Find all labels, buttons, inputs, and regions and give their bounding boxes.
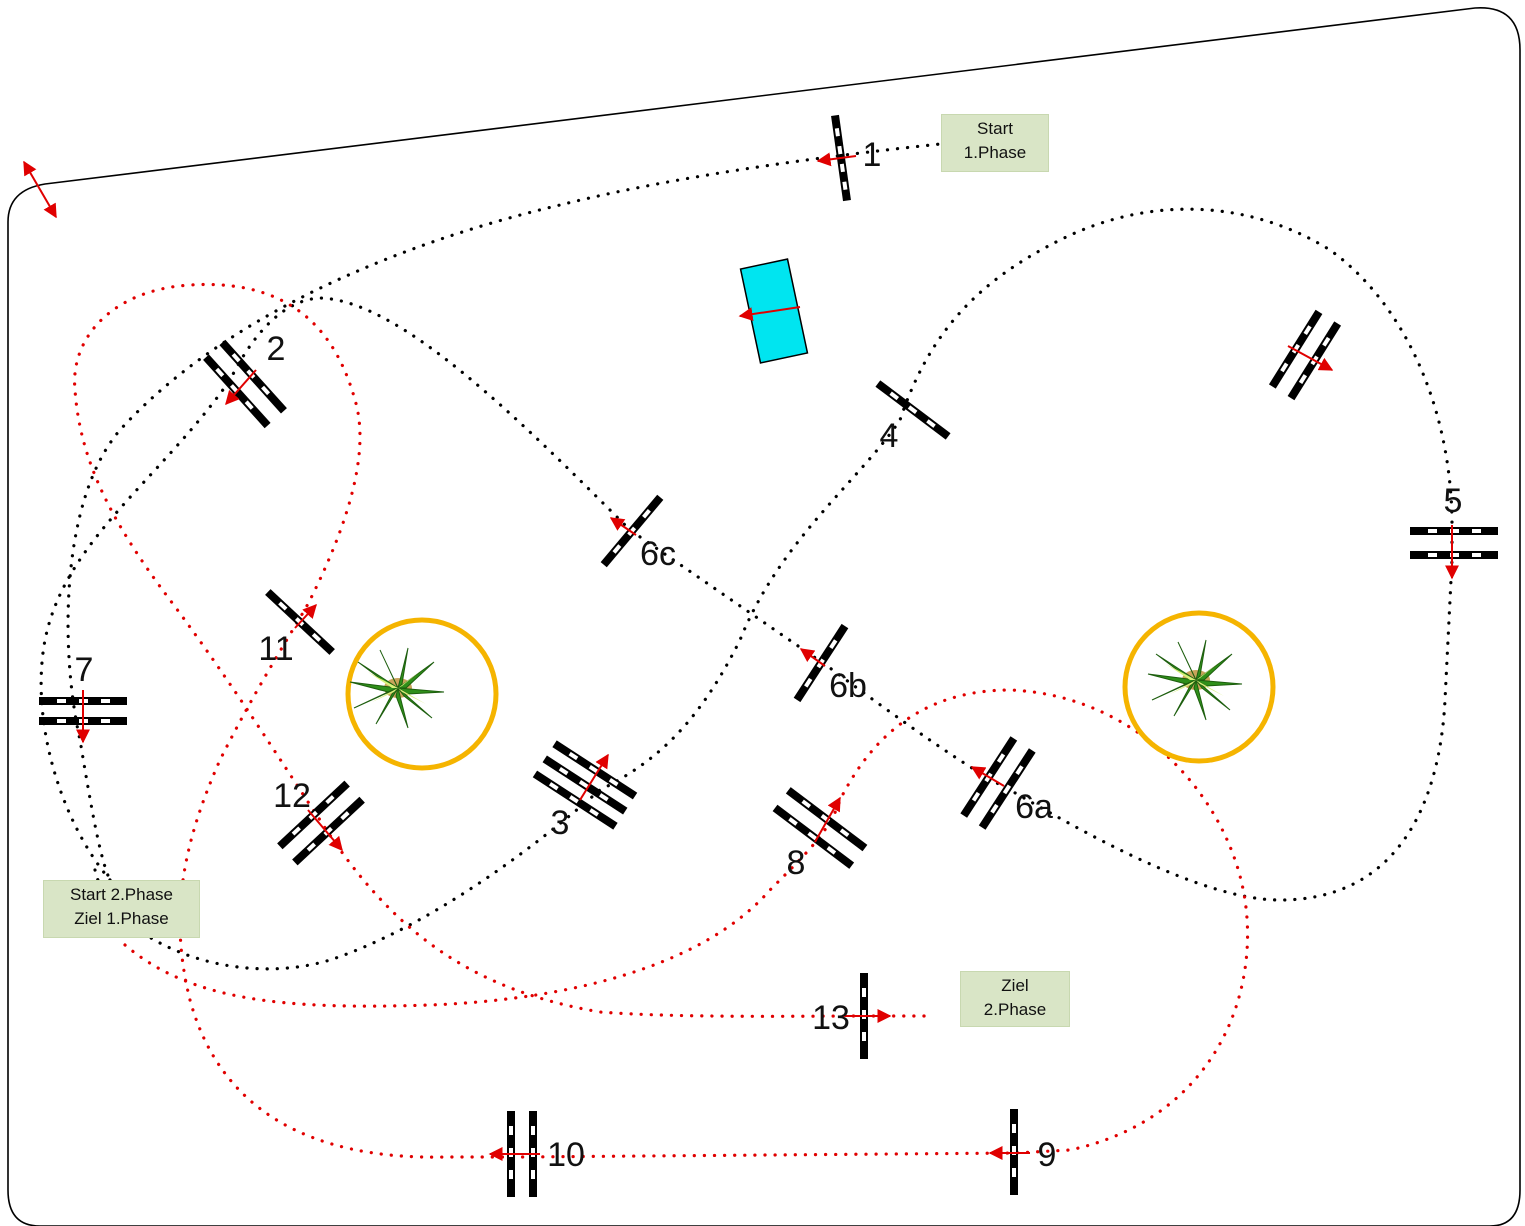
phase1-route	[39, 138, 1454, 971]
obstacle-extra-arrow	[1287, 345, 1334, 371]
obstacle-6a-arrow	[970, 766, 1005, 787]
phase2-route	[73, 282, 1250, 1159]
obstacle-11-arrow	[294, 603, 317, 629]
label-1: 1	[863, 136, 882, 174]
obstacle-1	[816, 114, 857, 202]
label-6b: 6b	[829, 667, 867, 705]
finish-phase2-label: Ziel 2.Phase	[960, 971, 1070, 1027]
entrance-arrow	[23, 160, 57, 219]
label-6a: 6a	[1015, 788, 1053, 826]
obstacle-6b-arrow	[799, 648, 826, 667]
label-9: 9	[1038, 1136, 1057, 1174]
obstacle-12-arrow	[307, 809, 343, 852]
label-7: 7	[75, 651, 94, 689]
finish-phase2-line1: Ziel	[1001, 976, 1029, 995]
obstacle-8-arrow	[814, 796, 841, 843]
label-11: 11	[258, 630, 293, 668]
obstacle-3-arrow	[579, 753, 609, 801]
start-phase2-label: Start 2.Phase Ziel 1.Phase	[43, 880, 200, 938]
obstacle-4	[875, 380, 951, 440]
label-4: 4	[880, 417, 899, 455]
start-phase1-line1: Start	[977, 119, 1013, 138]
finish-phase2-line2: 2.Phase	[983, 1000, 1047, 1019]
label-8: 8	[787, 844, 806, 882]
label-12: 12	[273, 777, 311, 815]
start-phase1-label: Start 1.Phase	[941, 114, 1049, 172]
obstacle-3	[532, 740, 638, 830]
plant-decoration-right	[1122, 610, 1276, 764]
obstacle-2-arrow	[225, 369, 257, 406]
water-tray-arrow	[738, 306, 801, 322]
label-13: 13	[812, 999, 850, 1037]
start-phase2-line1: Start 2.Phase	[69, 885, 173, 904]
arena-boundary	[7, 7, 1521, 1226]
label-10: 10	[547, 1136, 585, 1174]
label-5: 5	[1444, 482, 1463, 520]
obstacle-5	[1410, 527, 1498, 559]
label-2: 2	[267, 330, 286, 368]
plant-decoration-left	[345, 617, 499, 771]
label-6c: 6c	[640, 535, 676, 573]
obstacle-8	[772, 787, 868, 869]
start-phase1-line2: 1.Phase	[963, 143, 1027, 162]
label-3: 3	[551, 804, 570, 842]
obstacle-6c-arrow	[609, 517, 637, 536]
start-phase2-line2: Ziel 1.Phase	[74, 909, 169, 928]
